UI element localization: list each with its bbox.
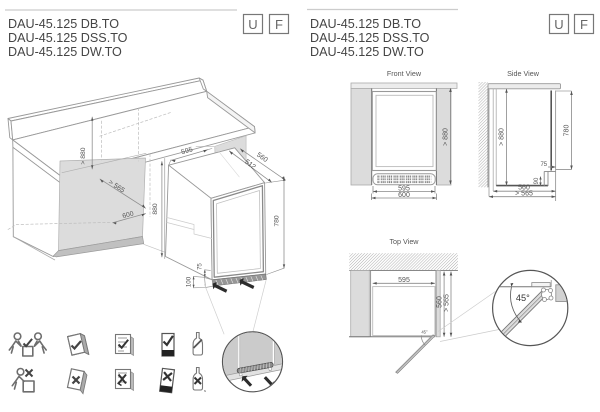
svg-text:Top View: Top View [389, 237, 419, 246]
svg-text:DAU-45.125 DSS.TO: DAU-45.125 DSS.TO [310, 31, 430, 45]
svg-text:100: 100 [185, 276, 192, 287]
svg-text:> 880: > 880 [443, 128, 450, 146]
svg-text:560: 560 [437, 296, 444, 308]
svg-text:595: 595 [181, 146, 194, 156]
svg-text:DAU-45.125 DW.TO: DAU-45.125 DW.TO [8, 45, 122, 59]
svg-text:DAU-45.125 DB.TO: DAU-45.125 DB.TO [8, 17, 119, 31]
svg-text:880: 880 [152, 203, 159, 215]
svg-text:780: 780 [274, 215, 281, 227]
svg-text:45°: 45° [516, 293, 530, 303]
svg-text:45°: 45° [421, 330, 428, 335]
svg-text:780: 780 [564, 125, 571, 137]
svg-text:> 565: > 565 [515, 191, 533, 198]
svg-text:> 880: > 880 [499, 128, 506, 146]
svg-text:DAU-45.125 DSS.TO: DAU-45.125 DSS.TO [8, 31, 128, 45]
svg-text:Side View: Side View [507, 69, 540, 78]
svg-text:595: 595 [398, 277, 410, 284]
svg-text:90: 90 [534, 177, 540, 184]
svg-text:> 565: > 565 [444, 294, 451, 312]
svg-text:F: F [580, 17, 588, 32]
svg-text:600: 600 [122, 210, 135, 220]
svg-text:DAU-45.125 DB.TO: DAU-45.125 DB.TO [310, 17, 421, 31]
svg-text:600: 600 [398, 192, 410, 199]
svg-text:DAU-45.125 DW.TO: DAU-45.125 DW.TO [310, 45, 424, 59]
svg-text:560: 560 [518, 185, 530, 192]
svg-text:F: F [275, 17, 283, 32]
svg-text:75: 75 [540, 162, 547, 168]
svg-text:U: U [248, 17, 257, 32]
svg-text:560: 560 [255, 152, 269, 164]
svg-text:U: U [554, 17, 563, 32]
svg-text:Front View: Front View [387, 69, 422, 78]
svg-text:> 880: > 880 [80, 147, 87, 164]
svg-text:595: 595 [398, 185, 410, 192]
svg-text:s: s [204, 388, 206, 393]
svg-text:75: 75 [197, 263, 204, 270]
